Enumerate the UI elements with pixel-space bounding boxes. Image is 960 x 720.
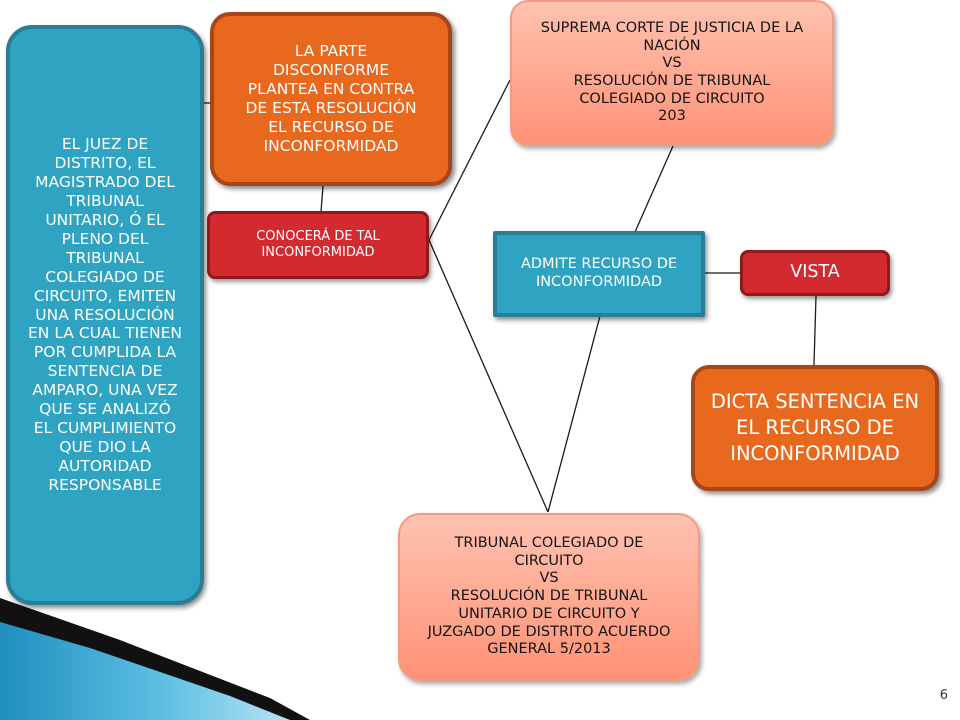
node-juez-resolucion: EL JUEZ DE DISTRITO, EL MAGISTRADO DEL T…: [6, 25, 204, 605]
node-conocera-inconformidad: CONOCERÁ DE TAL INCONFORMIDAD: [207, 211, 429, 279]
node-admite-recurso: ADMITE RECURSO DE INCONFORMIDAD: [493, 231, 705, 317]
connector-suprema-admite: [634, 145, 674, 233]
node-vista: VISTA: [740, 250, 890, 296]
page-number: 6: [939, 688, 948, 703]
node-suprema-corte: SUPREMA CORTE DE JUSTICIA DE LA NACIÓN V…: [510, 0, 834, 146]
connector-tribunal-admite: [547, 315, 601, 513]
connector-conocera-tribunal: [428, 239, 549, 513]
node-tribunal-colegiado: TRIBUNAL COLEGIADO DE CIRCUITO VS RESOLU…: [398, 513, 700, 681]
connector-parte-conocera: [320, 185, 324, 213]
node-parte-disconforme: LA PARTE DISCONFORME PLANTEA EN CONTRA D…: [210, 12, 452, 186]
connector-conocera-suprema: [428, 79, 511, 241]
node-dicta-sentencia: DICTA SENTENCIA EN EL RECURSO DE INCONFO…: [691, 365, 939, 491]
connector-vista-dicta: [813, 295, 817, 366]
